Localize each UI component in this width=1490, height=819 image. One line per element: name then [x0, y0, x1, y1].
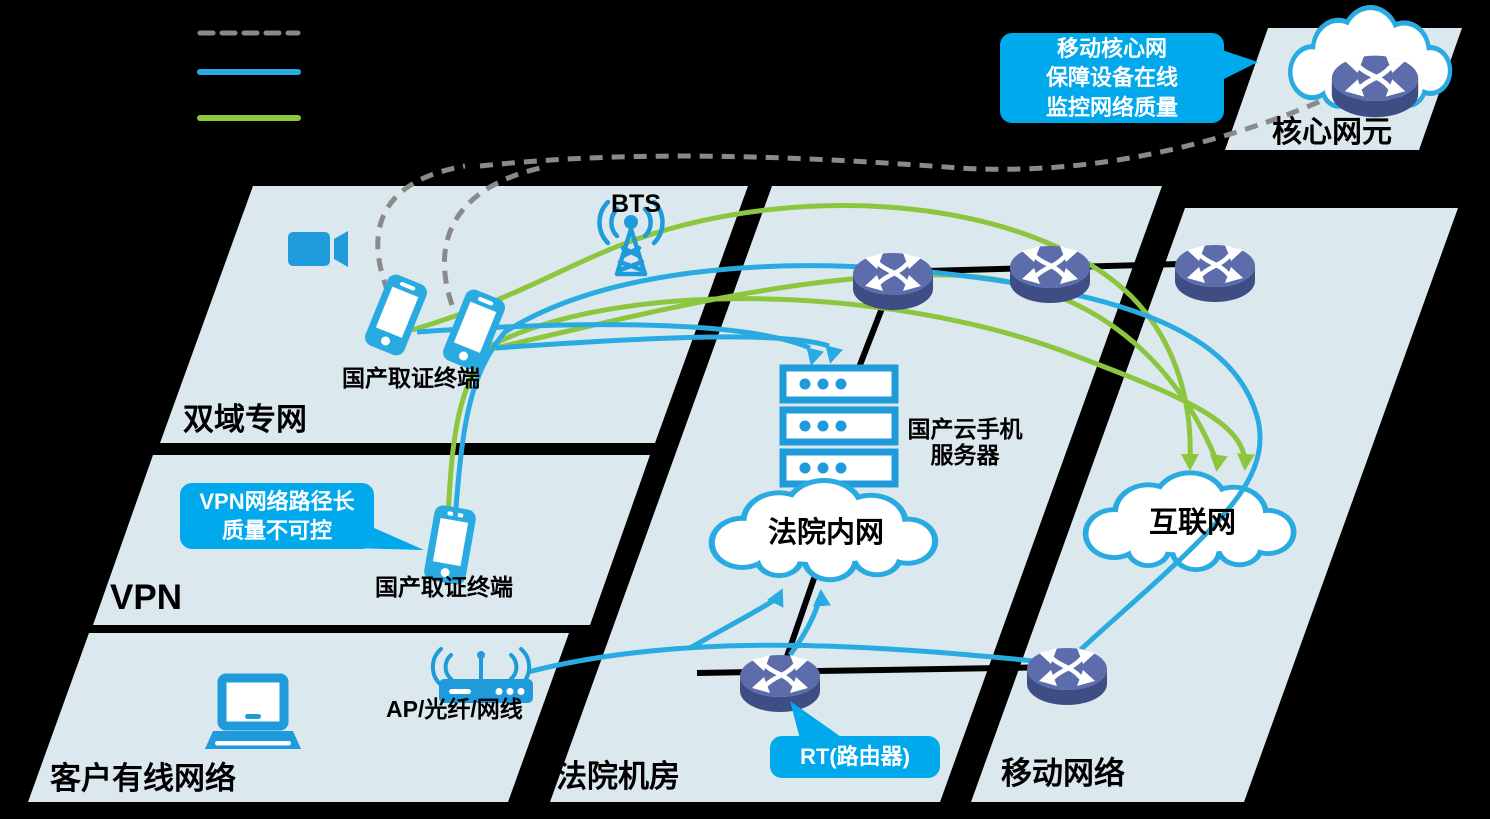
cloud-phone-server-icon [783, 368, 895, 484]
core-callout-line1: 移动核心网 [1056, 35, 1167, 61]
evidence-terminal-top-label: 国产取证终端 [342, 365, 480, 391]
rt-callout: RT(路由器) [770, 736, 940, 778]
vpn-callout-line1: VPN网络路径长 [199, 488, 355, 514]
rt-router-icon [740, 655, 820, 712]
core-element-label: 核心网元 [1272, 116, 1392, 149]
core-callout-line3: 监控网络质量 [1045, 94, 1178, 120]
region-label-vpn: VPN [110, 578, 182, 617]
ap-label: AP/光纤/网线 [386, 696, 523, 722]
blue-arrowheads [767, 345, 843, 608]
ap-device-icon [430, 647, 533, 703]
cloud-server-label-line2: 服务器 [930, 442, 1000, 469]
router-icon [1027, 648, 1107, 705]
court-intranet-label: 法院内网 [767, 517, 884, 549]
video-camera-icon [288, 231, 348, 267]
green-arrowheads [1181, 453, 1255, 472]
bts-label: BTS [611, 190, 661, 218]
core-callout: 移动核心网 保障设备在线 监控网络质量 [1000, 33, 1224, 123]
core-callout-line2: 保障设备在线 [1045, 65, 1178, 91]
laptop-icon [205, 673, 301, 749]
region-label-customer-wired: 客户有线网络 [50, 761, 236, 796]
region-label-mobile-network: 移动网络 [1001, 756, 1125, 791]
internet-label: 互联网 [1148, 507, 1236, 539]
cloud-server-label-line1: 国产云手机 [907, 416, 1023, 442]
core-router-icon [1332, 56, 1418, 118]
region-label-court-room: 法院机房 [556, 759, 680, 794]
router-icon [853, 253, 933, 310]
vpn-callout: VPN网络路径长 质量不可控 [180, 483, 374, 549]
region-label-dual-domain: 双域专网 [183, 402, 307, 437]
router-icon [1010, 246, 1090, 303]
cloud-server-label: 国产云手机 服务器 [903, 416, 1027, 469]
rt-callout-line1: RT(路由器) [800, 744, 910, 770]
router-icon [1175, 245, 1255, 302]
vpn-callout-line2: 质量不可控 [221, 518, 332, 543]
dashed-core-links [375, 95, 1330, 306]
bts-tower-icon [597, 199, 665, 277]
evidence-terminal-vpn-label: 国产取证终端 [375, 574, 513, 600]
